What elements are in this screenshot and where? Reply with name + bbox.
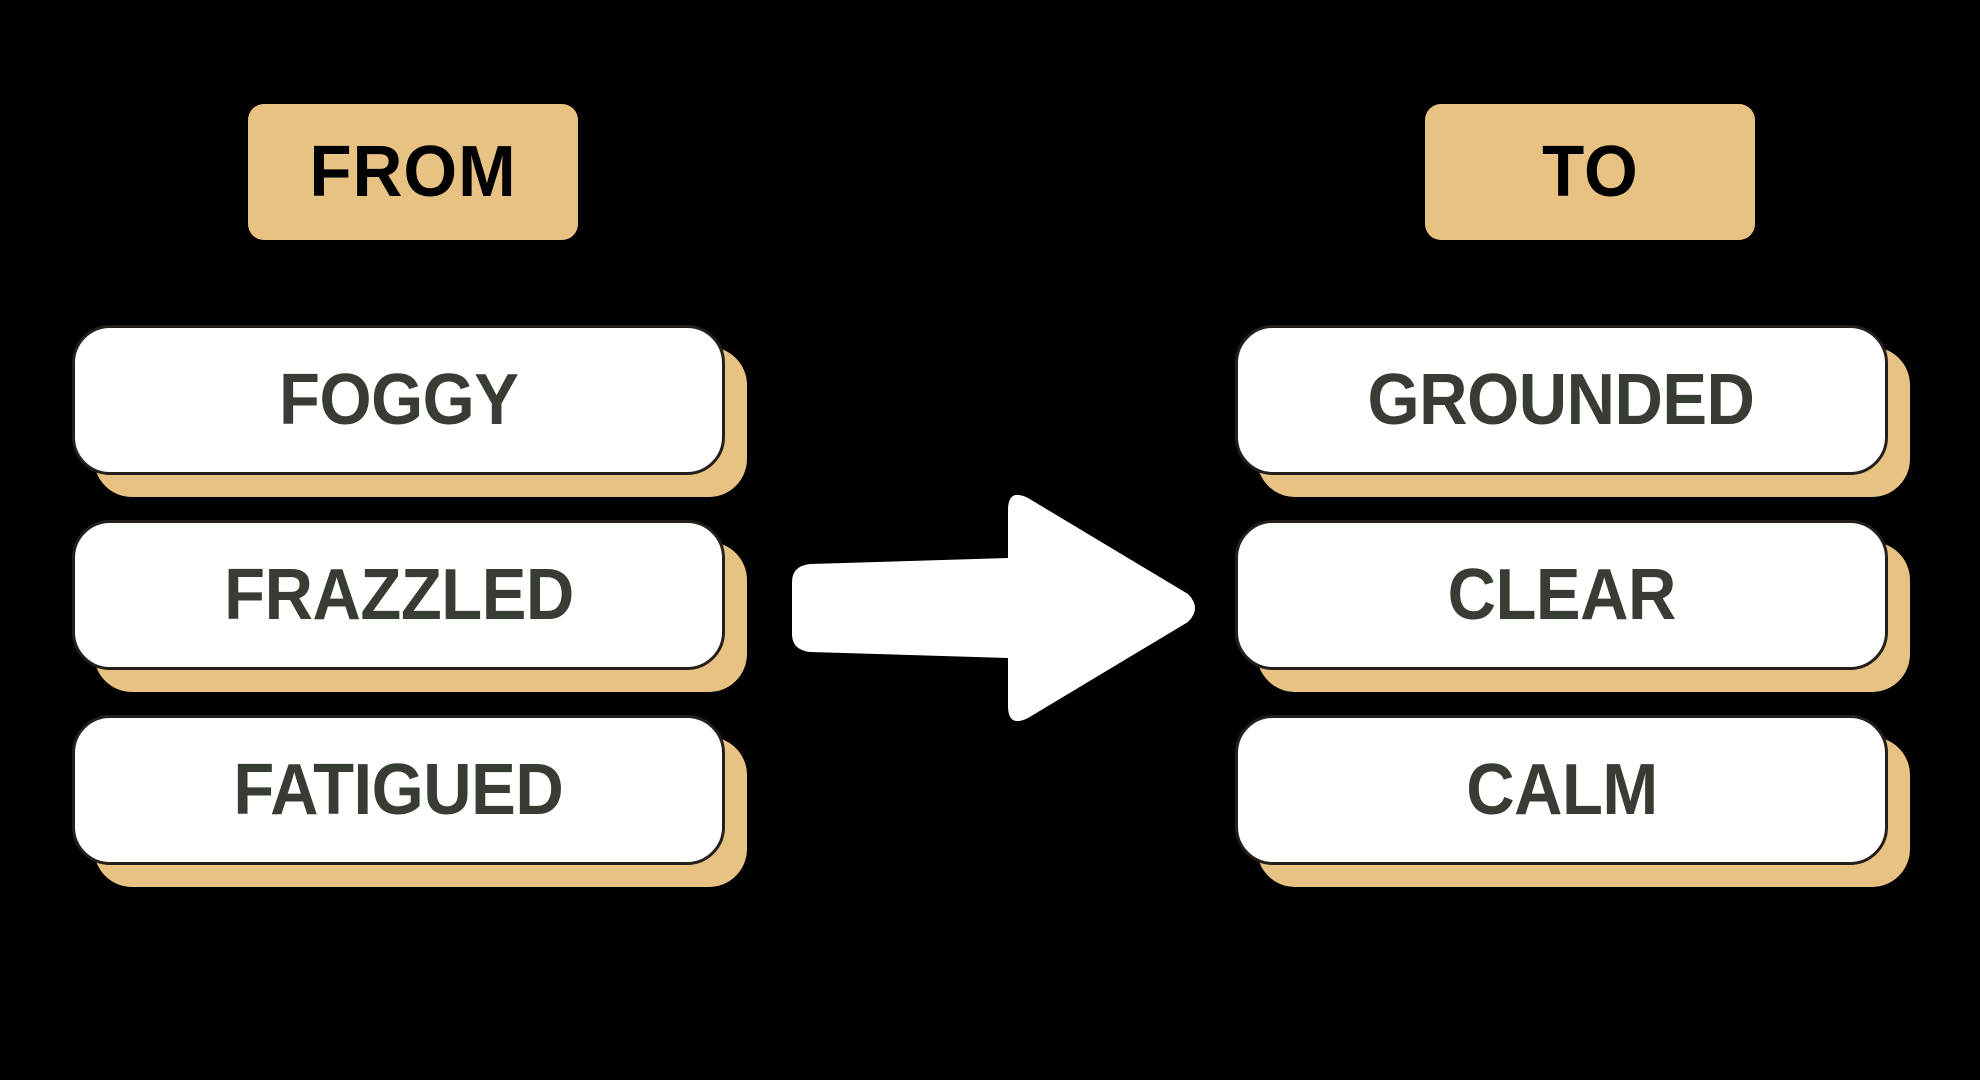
from-column-badge: FROM [248, 104, 578, 240]
to-card-2-label: CLEAR [1447, 555, 1676, 635]
from-card-2-label: FRAZZLED [223, 555, 574, 635]
from-card-2[interactable]: FRAZZLED [72, 520, 747, 692]
card-face[interactable]: GROUNDED [1235, 325, 1888, 475]
to-card-1[interactable]: GROUNDED [1235, 325, 1910, 497]
to-card-3-label: CALM [1465, 750, 1658, 830]
card-face[interactable]: FATIGUED [72, 715, 725, 865]
from-card-3[interactable]: FATIGUED [72, 715, 747, 887]
to-card-2[interactable]: CLEAR [1235, 520, 1910, 692]
card-face[interactable]: CLEAR [1235, 520, 1888, 670]
card-face[interactable]: FOGGY [72, 325, 725, 475]
to-card-1-label: GROUNDED [1368, 360, 1755, 440]
card-face[interactable]: CALM [1235, 715, 1888, 865]
from-column-badge-label: FROM [309, 132, 517, 212]
to-column-badge: TO [1425, 104, 1755, 240]
to-column-badge-label: TO [1541, 132, 1639, 212]
from-card-1[interactable]: FOGGY [72, 325, 747, 497]
card-face[interactable]: FRAZZLED [72, 520, 725, 670]
from-card-3-label: FATIGUED [233, 750, 564, 830]
arrow-right-icon [780, 482, 1200, 734]
to-card-3[interactable]: CALM [1235, 715, 1910, 887]
from-card-1-label: FOGGY [278, 360, 519, 440]
